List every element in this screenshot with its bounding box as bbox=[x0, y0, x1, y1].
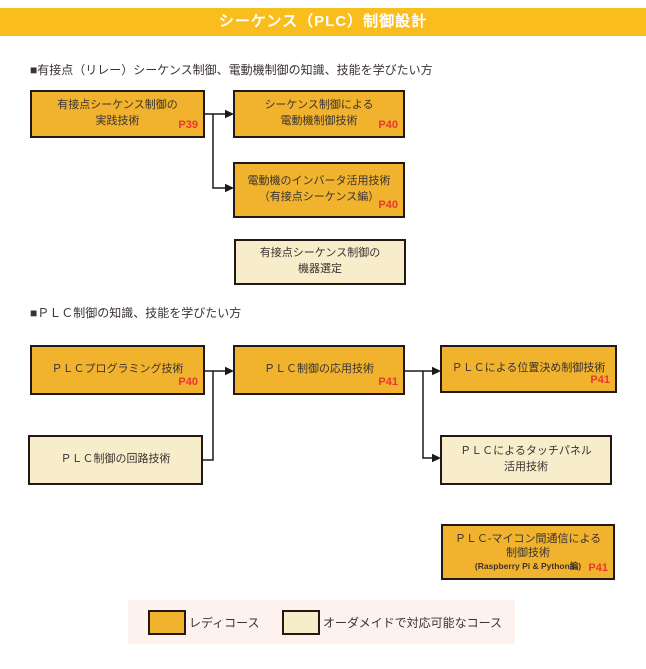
course-title-line: ＰＬＣ制御の回路技術 bbox=[60, 453, 171, 466]
course-title-line: （有接点シーケンス編） bbox=[258, 191, 380, 203]
legend-swatch-ready-course bbox=[148, 609, 186, 635]
legend: レディコース オーダメイドで対応可能なコース bbox=[128, 600, 515, 644]
course-box-plc-programming: ＰＬＣプログラミング技術 P40 bbox=[30, 345, 205, 395]
course-box-equipment-selection: 有接点シーケンス制御の 機器選定 bbox=[234, 239, 406, 285]
course-title-line: 電動機制御技術 bbox=[280, 115, 358, 127]
page-ref: P40 bbox=[178, 376, 198, 389]
course-title-line: ＰＬＣによる位置決め制御技術 bbox=[451, 362, 606, 375]
page-ref: P39 bbox=[178, 119, 198, 132]
legend-label: オーダメイドで対応可能なコース bbox=[323, 615, 503, 630]
course-box-plc-applied-control: ＰＬＣ制御の応用技術 P41 bbox=[233, 345, 405, 395]
course-title-line: ＰＬＣプログラミング技術 bbox=[51, 363, 184, 376]
course-box-plc-positioning-control: ＰＬＣによる位置決め制御技術 P41 bbox=[440, 345, 617, 393]
course-title-line: 制御技術 bbox=[506, 547, 550, 560]
page-ref: P40 bbox=[378, 119, 398, 132]
section-heading-relay-sequence: ■有接点（リレー）シーケンス制御、電動機制御の知識、技能を学びたい方 bbox=[30, 63, 433, 77]
page-ref: P41 bbox=[378, 376, 398, 389]
legend-swatch-custom-course bbox=[282, 609, 320, 635]
course-box-motor-inverter-application: 電動機のインバータ活用技術 （有接点シーケンス編） P40 bbox=[233, 162, 405, 218]
course-title-line: ＰＬＣ制御の応用技術 bbox=[264, 363, 374, 376]
course-title-line: 電動機のインバータ活用技術 bbox=[247, 175, 391, 188]
course-subtitle-line: (Raspberry Pi & Python編) bbox=[474, 561, 582, 572]
legend-item-ready-course: レディコース bbox=[148, 600, 260, 644]
course-box-plc-circuit-technology: ＰＬＣ制御の回路技術 bbox=[28, 435, 203, 485]
course-box-motor-control-by-sequence: シーケンス制御による 電動機制御技術 P40 bbox=[233, 90, 405, 138]
page-ref: P41 bbox=[588, 562, 608, 575]
connector-practice-to-inverter bbox=[212, 114, 226, 189]
page-ref: P41 bbox=[590, 374, 610, 387]
course-box-relay-sequence-practice: 有接点シーケンス制御の 実践技術 P39 bbox=[30, 90, 205, 138]
course-title-line: シーケンス制御による bbox=[264, 99, 374, 112]
course-box-plc-microcontroller-communication: ＰＬＣ-マイコン間通信による 制御技術 (Raspberry Pi & Pyth… bbox=[441, 524, 615, 580]
course-title-line: ＰＬＣ-マイコン間通信による bbox=[454, 532, 602, 545]
legend-label: レディコース bbox=[189, 615, 260, 630]
page-title: シーケンス（PLC）制御設計 bbox=[0, 8, 646, 36]
legend-item-custom-course: オーダメイドで対応可能なコース bbox=[282, 600, 502, 644]
connector-applied-to-touchpanel bbox=[422, 371, 432, 459]
section-heading-plc: ■ＰＬＣ制御の知識、技能を学びたい方 bbox=[30, 306, 242, 320]
course-title-line: 有接点シーケンス制御の bbox=[259, 247, 381, 260]
course-title-line: 機器選定 bbox=[298, 263, 342, 275]
page-ref: P40 bbox=[378, 199, 398, 212]
course-box-plc-touch-panel: ＰＬＣによるタッチパネル 活用技術 bbox=[440, 435, 612, 485]
course-title-line: 活用技術 bbox=[504, 461, 548, 473]
course-title-line: 有接点シーケンス制御の bbox=[57, 99, 178, 112]
course-title-line: ＰＬＣによるタッチパネル bbox=[460, 445, 592, 458]
course-title-line: 実践技術 bbox=[95, 115, 140, 127]
